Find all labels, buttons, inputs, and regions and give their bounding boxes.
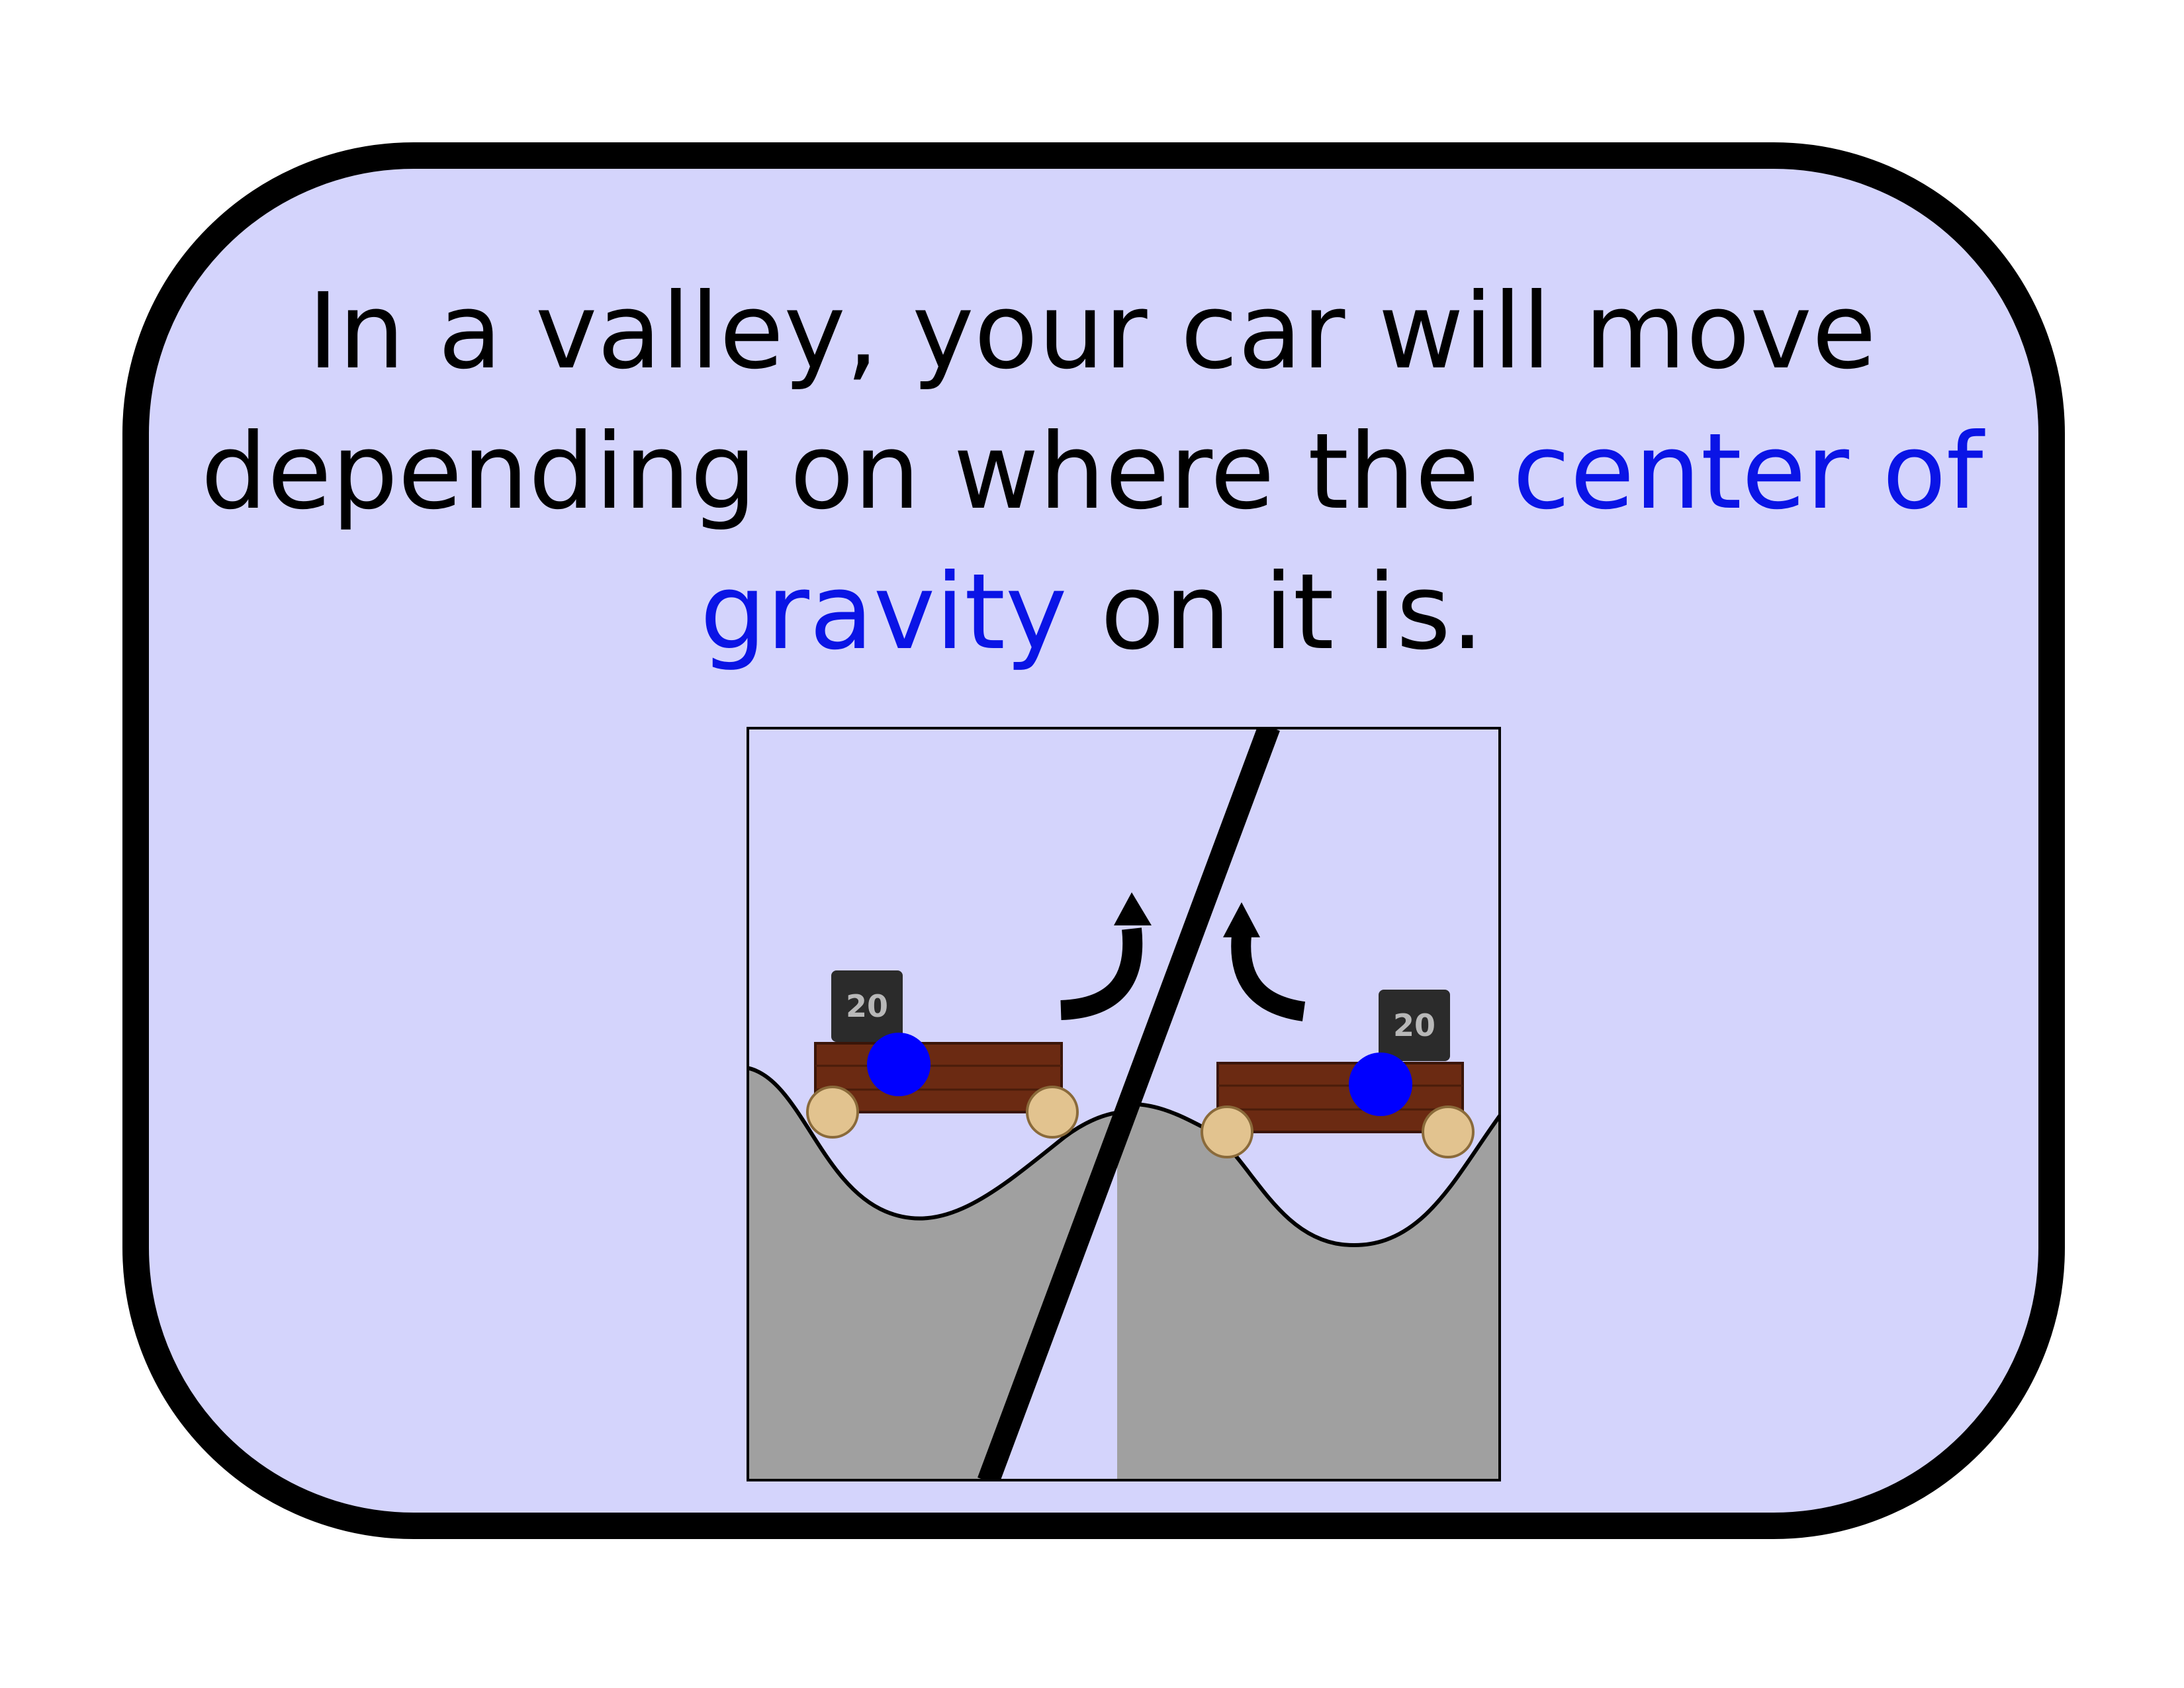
right-weight-label: 20: [1393, 1008, 1435, 1043]
panel-divider: [978, 727, 1280, 1481]
illustration-frame-border: [747, 727, 1501, 1481]
right-ground: [1117, 1103, 1501, 1481]
caption-line-3: on it is.: [1067, 551, 1484, 673]
caption-highlight-center-of: center of: [1512, 411, 1983, 533]
left-weight-block: [831, 970, 903, 1042]
left-rotation-arrow-icon: [1060, 927, 1143, 1020]
right-car: 20: [1201, 990, 1475, 1158]
right-scene: 20: [1116, 902, 1501, 1481]
left-wheel-rear: [1026, 1086, 1079, 1139]
left-wheel-front: [806, 1086, 859, 1139]
right-center-of-gravity-dot: [1349, 1053, 1412, 1116]
right-wheel-front: [1201, 1105, 1253, 1158]
caption-line-2: depending on where the: [201, 411, 1513, 533]
left-center-of-gravity-dot: [867, 1033, 931, 1096]
caption-highlight-gravity: gravity: [700, 551, 1068, 673]
right-weight-block: [1379, 990, 1450, 1061]
caption-text: In a valley, your car will move dependin…: [159, 261, 2025, 682]
left-weight-label: 20: [846, 988, 888, 1024]
left-car: 20: [806, 970, 1079, 1139]
right-wheel-rear: [1422, 1105, 1475, 1158]
caption-line-1: In a valley, your car will move: [307, 271, 1877, 393]
right-rotation-arrow-icon: [1231, 934, 1306, 1021]
right-car-body: [1216, 1062, 1464, 1133]
valley-illustration: 20 20: [747, 727, 1501, 1481]
right-ground-edge: [1116, 1102, 1501, 1248]
